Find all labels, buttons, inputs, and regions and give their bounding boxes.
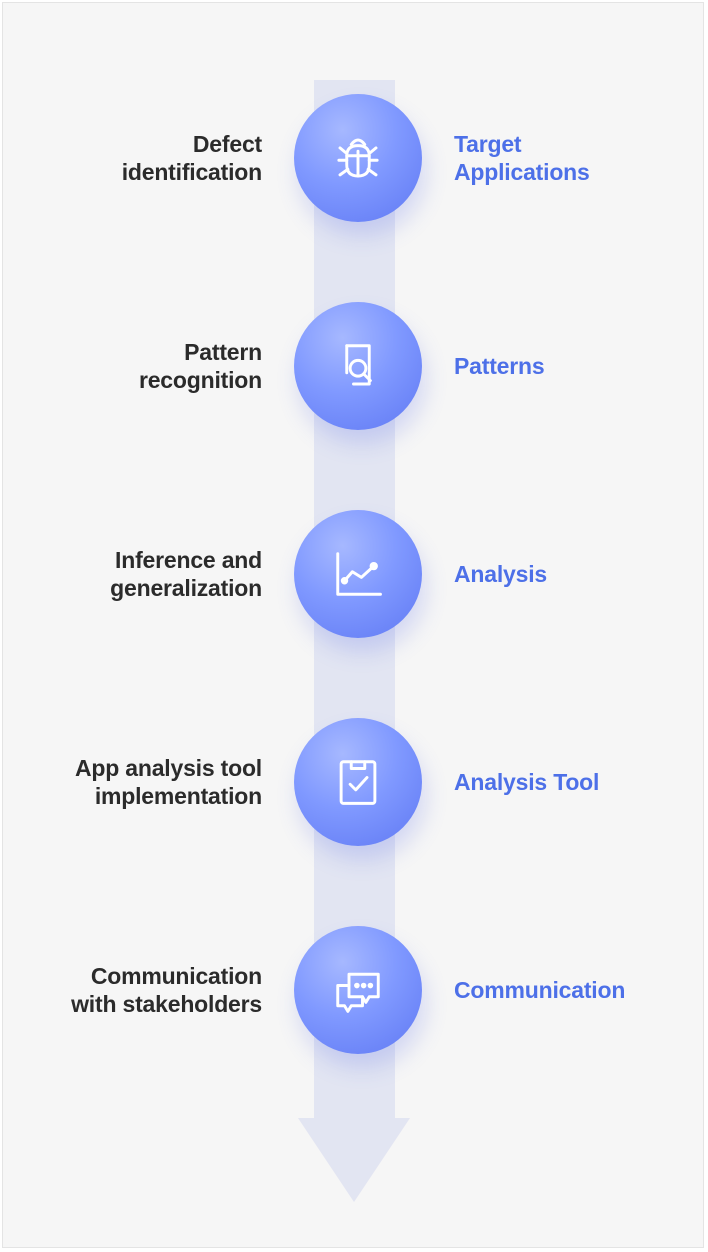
- step-1-right-line-2: Applications: [454, 159, 590, 185]
- step-1-circle: [294, 94, 422, 222]
- step-2-left-label: Pattern recognition: [22, 302, 262, 430]
- step-5-right-label: Communication: [454, 926, 694, 1054]
- step-1: Defect identification Target Application…: [0, 94, 708, 222]
- bug-icon: [337, 138, 379, 178]
- step-5-left-line-2: with stakeholders: [71, 991, 262, 1017]
- step-1-left-line-2: identification: [121, 159, 263, 185]
- step-3-right-label: Analysis: [454, 510, 694, 638]
- step-2-right-line-1: Patterns: [454, 353, 545, 379]
- step-1-left-line-1: Defect: [192, 131, 262, 157]
- step-3-left-line-1: Inference and: [115, 547, 262, 573]
- document-search-icon: [345, 344, 372, 386]
- step-4-left-line-1: App analysis tool: [74, 755, 262, 781]
- step-4-left-label: App analysis tool implementation: [22, 718, 262, 846]
- step-5-circle: [294, 926, 422, 1054]
- step-3: Inference and generalization Analysis: [0, 510, 708, 638]
- step-3-left-label: Inference and generalization: [22, 510, 262, 638]
- step-4-right-line-1: Analysis Tool: [454, 769, 600, 795]
- clipboard-check-icon: [339, 760, 377, 805]
- step-5-left-label: Communication with stakeholders: [22, 926, 262, 1054]
- step-5: Communication with stakeholders Communic…: [0, 926, 708, 1054]
- step-4-left-line-2: implementation: [94, 783, 262, 809]
- step-4: App analysis tool implementation Analysi…: [0, 718, 708, 846]
- step-1-right-line-1: Target: [454, 131, 522, 157]
- step-2-left-line-1: Pattern: [184, 339, 262, 365]
- step-3-circle: [294, 510, 422, 638]
- line-chart-icon: [336, 552, 382, 596]
- step-5-right-line-1: Communication: [454, 977, 626, 1003]
- step-2-right-label: Patterns: [454, 302, 694, 430]
- step-4-right-label: Analysis Tool: [454, 718, 694, 846]
- step-1-left-label: Defect identification: [22, 94, 263, 222]
- step-2-left-line-2: recognition: [138, 367, 262, 393]
- step-5-left-line-1: Communication: [90, 963, 262, 989]
- step-1-right-label: Target Applications: [454, 94, 694, 222]
- chat-bubbles-icon: [336, 972, 380, 1013]
- step-2: Pattern recognition Patterns: [0, 302, 708, 430]
- step-4-circle: [294, 718, 422, 846]
- step-3-left-line-2: generalization: [110, 575, 262, 601]
- step-3-right-line-1: Analysis: [454, 561, 548, 587]
- step-2-circle: [294, 302, 422, 430]
